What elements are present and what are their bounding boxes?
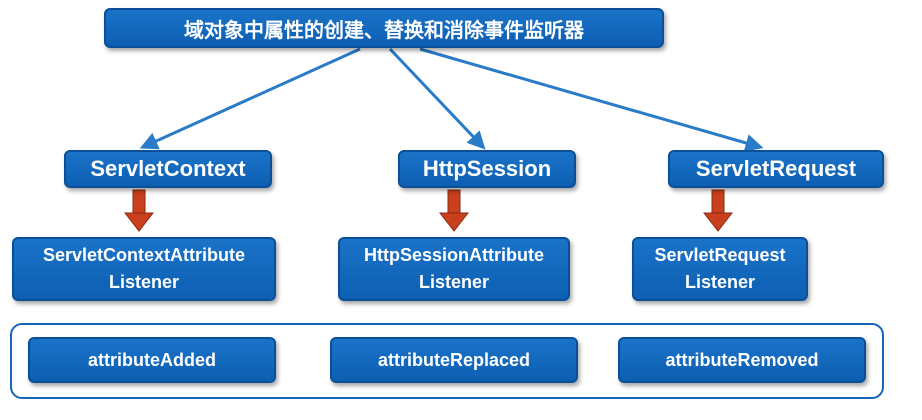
listener-servletrequest: ServletRequest Listener <box>632 237 808 301</box>
listener-servletcontextattribute: ServletContextAttribute Listener <box>12 237 276 301</box>
listener-line2: Listener <box>108 272 180 292</box>
arrow-to-httpsession <box>388 47 486 150</box>
down-arrow-servletcontext <box>123 189 155 232</box>
arrow-to-servletcontext <box>139 47 361 150</box>
scope-servletrequest: ServletRequest <box>668 150 884 188</box>
listener-line1: ServletRequest <box>654 245 786 265</box>
listener-line2: Listener <box>418 272 490 292</box>
arrow-to-servletrequest <box>419 47 764 152</box>
scope-httpsession: HttpSession <box>398 150 576 188</box>
method-attribute-removed: attributeRemoved <box>618 337 866 383</box>
method-attribute-added: attributeAdded <box>28 337 276 383</box>
down-arrow-httpsession <box>438 189 470 232</box>
listener-line1: ServletContextAttribute <box>42 245 246 265</box>
listener-line2: Listener <box>684 272 756 292</box>
scope-servletcontext: ServletContext <box>64 150 272 188</box>
listener-line1: HttpSessionAttribute <box>364 245 544 265</box>
listener-httpsessionattribute: HttpSessionAttribute Listener <box>338 237 570 301</box>
down-arrow-servletrequest <box>702 189 734 232</box>
diagram-title: 域对象中属性的创建、替换和消除事件监听器 <box>104 8 664 48</box>
method-attribute-replaced: attributeReplaced <box>330 337 578 383</box>
